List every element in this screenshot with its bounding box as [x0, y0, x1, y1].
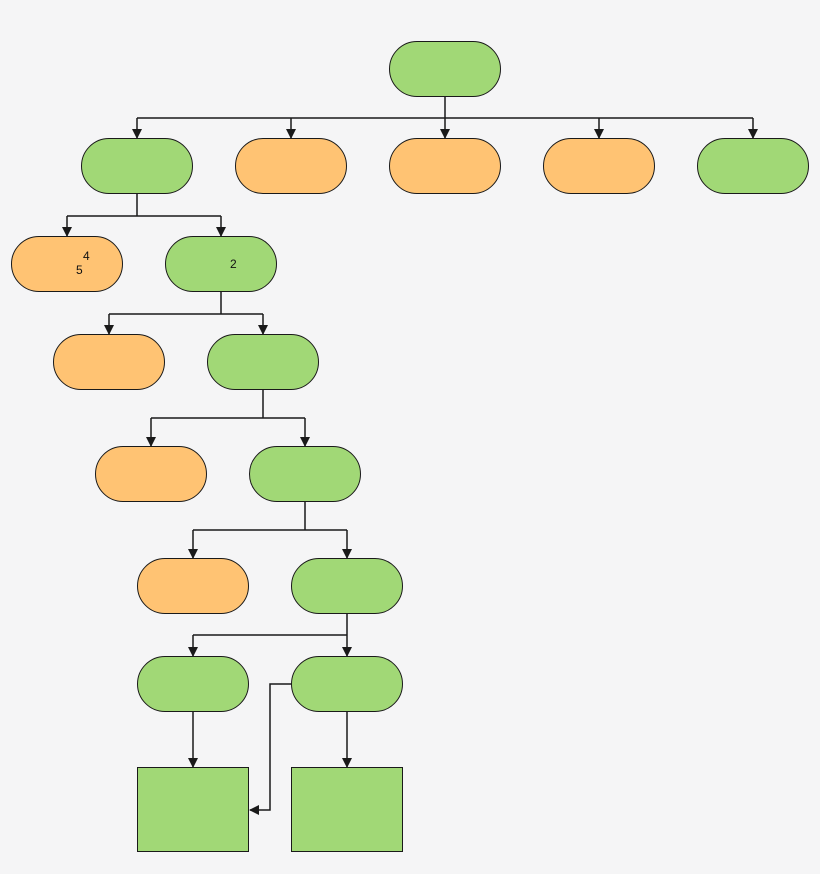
- connector-l1-a-bus: [67, 194, 221, 217]
- node-l1-a[interactable]: [81, 138, 193, 194]
- node-l5-b[interactable]: [291, 558, 403, 614]
- node-l2-a-label-1: 4: [83, 249, 90, 263]
- node-l1-d[interactable]: [543, 138, 655, 194]
- node-l1-c[interactable]: [389, 138, 501, 194]
- node-l7-a[interactable]: [137, 767, 249, 852]
- node-l7-b[interactable]: [291, 767, 403, 852]
- node-l6-b[interactable]: [291, 656, 403, 712]
- node-root[interactable]: [389, 41, 501, 97]
- node-l5-a[interactable]: [137, 558, 249, 614]
- node-l3-a[interactable]: [53, 334, 165, 390]
- connector-l3-b-bus: [151, 390, 305, 419]
- node-l6-a[interactable]: [137, 656, 249, 712]
- connector-l6-b-to-l7-a: [249, 683, 291, 815]
- connector-l2-b-bus: [109, 292, 263, 315]
- node-l2-a[interactable]: 4 5: [11, 236, 123, 292]
- node-l2-a-label-2: 5: [76, 263, 83, 277]
- node-l2-b[interactable]: 2: [165, 236, 277, 292]
- connector-l4-b-bus: [193, 502, 347, 531]
- connector-root-bus: [137, 97, 753, 119]
- node-l1-b[interactable]: [235, 138, 347, 194]
- node-l4-b[interactable]: [249, 446, 361, 502]
- node-l3-b[interactable]: [207, 334, 319, 390]
- connector-l5-b-bus: [193, 614, 348, 636]
- node-l4-a[interactable]: [95, 446, 207, 502]
- node-l1-e[interactable]: [697, 138, 809, 194]
- node-l2-b-label: 2: [230, 257, 237, 271]
